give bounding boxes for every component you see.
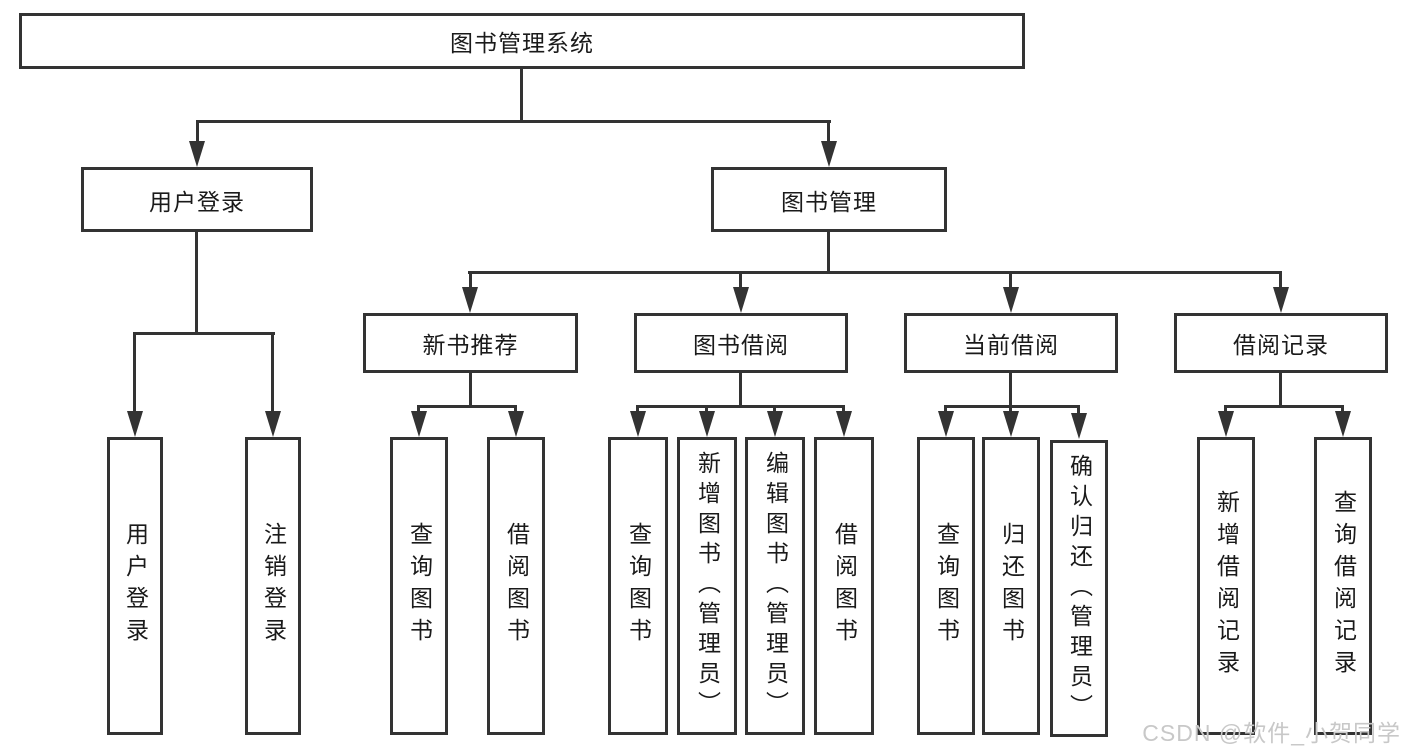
leaf-add-borrow-record-label: 新增借阅记录 (1213, 490, 1240, 682)
connector-line (636, 405, 845, 408)
arrowhead (1273, 287, 1289, 313)
connector-line (1341, 405, 1344, 415)
connector-line (468, 271, 1282, 274)
arrowhead (1071, 413, 1087, 439)
arrowhead (1218, 411, 1234, 437)
arrowhead (836, 411, 852, 437)
leaf-query-books-current-label: 查询图书 (933, 522, 960, 650)
leaf-query-borrow-record: 查询借阅记录 (1314, 437, 1372, 735)
arrowhead (699, 411, 715, 437)
leaf-add-books-admin: 新增图书（管理员） (677, 437, 737, 735)
arrowhead (411, 411, 427, 437)
connector-line (773, 405, 776, 415)
node-user-login: 用户登录 (81, 167, 313, 232)
connector-line (827, 230, 830, 273)
connector-line (739, 371, 742, 407)
leaf-logout-label: 注销登录 (260, 522, 287, 650)
leaf-query-books-borrowing: 查询图书 (608, 437, 668, 735)
leaf-add-books-admin-label: 新增图书（管理员） (694, 451, 721, 721)
connector-line (842, 405, 845, 415)
leaf-return-books: 归还图书 (982, 437, 1040, 735)
leaf-edit-books-admin-label: 编辑图书（管理员） (762, 451, 789, 721)
leaf-query-borrow-record-label: 查询借阅记录 (1330, 490, 1357, 682)
arrowhead (630, 411, 646, 437)
connector-line (1009, 271, 1012, 291)
node-book-management: 图书管理 (711, 167, 947, 232)
connector-line (705, 405, 708, 415)
connector-line (1009, 371, 1012, 407)
node-library-system: 图书管理系统 (19, 13, 1025, 69)
connector-line (944, 405, 947, 415)
csdn-watermark: CSDN @软件_小贺同学 (1142, 720, 1401, 746)
connector-line (196, 120, 199, 148)
connector-line (1279, 371, 1282, 407)
connector-line (1077, 405, 1080, 415)
connector-line (514, 405, 517, 415)
connector-line (271, 332, 274, 414)
leaf-user-login: 用户登录 (107, 437, 163, 735)
leaf-query-books-borrowing-label: 查询图书 (625, 522, 652, 650)
node-book-borrowing: 图书借阅 (634, 313, 848, 373)
arrowhead (767, 411, 783, 437)
leaf-query-books-recommend-label: 查询图书 (406, 522, 433, 650)
connector-line (133, 332, 136, 414)
leaf-add-borrow-record: 新增借阅记录 (1197, 437, 1255, 735)
leaf-confirm-return-admin-label: 确认归还（管理员） (1066, 453, 1093, 724)
connector-line (944, 405, 1080, 408)
arrowhead (462, 287, 478, 313)
leaf-borrow-books-borrowing: 借阅图书 (814, 437, 874, 735)
connector-line (417, 405, 420, 415)
leaf-query-books-current: 查询图书 (917, 437, 975, 735)
connector-line (469, 271, 472, 291)
connector-line (739, 271, 742, 291)
node-current-borrowing: 当前借阅 (904, 313, 1118, 373)
node-new-book-recommend: 新书推荐 (363, 313, 578, 373)
leaf-user-login-label: 用户登录 (122, 522, 149, 650)
connector-line (469, 371, 472, 407)
arrowhead (1335, 411, 1351, 437)
arrowhead (265, 411, 281, 437)
arrowhead (821, 141, 837, 167)
connector-line (417, 405, 517, 408)
connector-line (636, 405, 639, 415)
connector-line (1224, 405, 1344, 408)
leaf-borrow-books-recommend-label: 借阅图书 (503, 522, 530, 650)
arrowhead (733, 287, 749, 313)
connector-line (827, 120, 830, 148)
leaf-edit-books-admin: 编辑图书（管理员） (745, 437, 805, 735)
connector-line (133, 332, 275, 335)
connector-line (1009, 405, 1012, 415)
node-borrowing-records: 借阅记录 (1174, 313, 1388, 373)
connector-line (196, 120, 831, 123)
leaf-borrow-books-borrowing-label: 借阅图书 (831, 522, 858, 650)
leaf-confirm-return-admin: 确认归还（管理员） (1050, 440, 1108, 737)
arrowhead (1003, 411, 1019, 437)
arrowhead (189, 141, 205, 167)
leaf-logout: 注销登录 (245, 437, 301, 735)
connector-line (195, 230, 198, 334)
arrowhead (508, 411, 524, 437)
arrowhead (938, 411, 954, 437)
leaf-borrow-books-recommend: 借阅图书 (487, 437, 545, 735)
arrowhead (127, 411, 143, 437)
connector-line (1224, 405, 1227, 415)
connector-line (1279, 271, 1282, 291)
leaf-query-books-recommend: 查询图书 (390, 437, 448, 735)
arrowhead (1003, 287, 1019, 313)
leaf-return-books-label: 归还图书 (998, 522, 1025, 650)
connector-line (520, 66, 523, 122)
